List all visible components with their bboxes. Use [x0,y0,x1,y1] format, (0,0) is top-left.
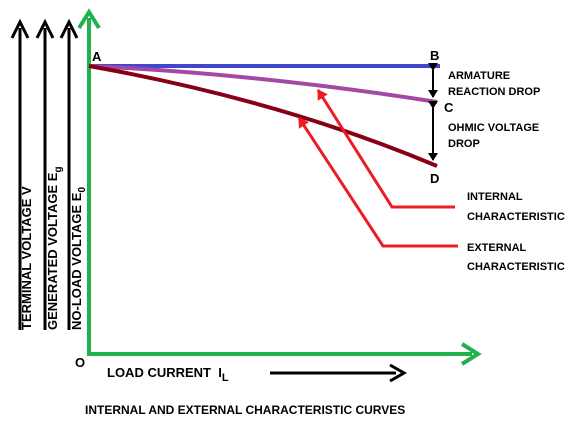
point-a-label: A [92,49,102,64]
internal-characteristic-label-1: INTERNAL [467,191,523,203]
internal-characteristic-curve [88,64,438,104]
y-axis-arrowhead [77,8,101,30]
terminal-voltage-label: TERMINAL VOLTAGE V [19,186,34,330]
external-characteristic-label-2: CHARACTERISTIC [467,261,565,273]
armature-reaction-drop-label-1: ARMATURE [448,70,510,82]
generated-voltage-label: GENERATED VOLTAGE Eg [45,166,64,330]
no-load-voltage-label: NO-LOAD VOLTAGE E0 [69,187,88,330]
point-c-label: C [444,100,454,115]
diagram-caption: INTERNAL AND EXTERNAL CHARACTERISTIC CUR… [85,403,405,417]
point-d-label: D [430,171,439,186]
external-characteristic-label-1: EXTERNAL [467,242,527,254]
external-pointer-arrow [297,117,458,248]
x-axis-arrowhead [460,342,482,366]
external-characteristic-curve [88,64,438,168]
voltage-arrows [10,18,79,330]
origin-label: O [75,355,85,370]
internal-pointer-arrow [316,89,455,209]
ohmic-voltage-drop-label-2: DROP [448,138,480,150]
internal-characteristic-label-2: CHARACTERISTIC [467,211,565,223]
load-current-label: LOAD CURRENT IL [107,365,229,384]
axes [77,8,482,366]
point-b-label: B [430,48,439,63]
ohmic-voltage-drop-label-1: OHMIC VOLTAGE [448,122,539,134]
load-current-arrowhead [389,363,408,383]
armature-reaction-drop-label-2: REACTION DROP [448,86,540,98]
